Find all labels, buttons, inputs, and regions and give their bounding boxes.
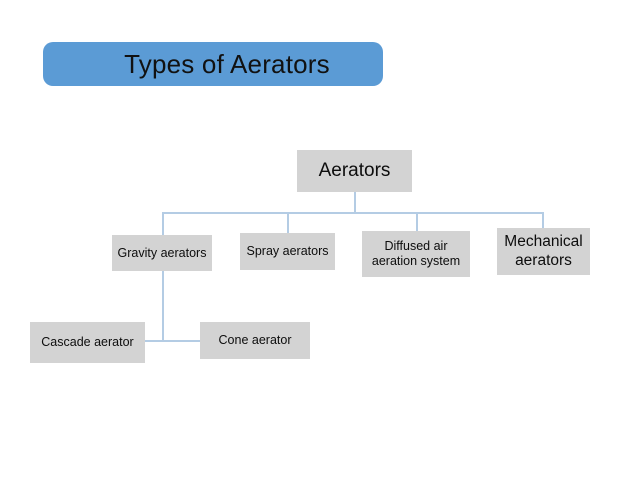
node-aerators[interactable]: Aerators	[297, 150, 412, 192]
node-cone-aerator-label: Cone aerator	[218, 333, 292, 348]
node-diffused-air-aeration-system-label: Diffused air aeration system	[371, 239, 461, 268]
node-gravity-aerators[interactable]: Gravity aerators	[112, 235, 212, 271]
slide-title-banner: Types of Aerators	[43, 42, 383, 86]
node-aerators-label: Aerators	[318, 159, 391, 181]
page-title: Types of Aerators	[124, 48, 330, 79]
node-spray-aerators-label: Spray aerators	[246, 244, 329, 259]
connector-drop-gravity	[162, 212, 164, 235]
node-mechanical-aerators-label: Mechanical aerators	[504, 233, 583, 269]
node-cascade-aerator[interactable]: Cascade aerator	[30, 322, 145, 363]
connector-level3-bar	[145, 340, 201, 342]
node-mechanical-aerators[interactable]: Mechanical aerators	[497, 228, 590, 275]
connector-drop-diffused	[416, 212, 418, 231]
node-cone-aerator[interactable]: Cone aerator	[200, 322, 310, 359]
connector-gravity-stem	[162, 271, 164, 341]
node-gravity-aerators-label: Gravity aerators	[117, 245, 207, 260]
connector-drop-mechanical	[542, 212, 544, 228]
node-cascade-aerator-label: Cascade aerator	[41, 335, 134, 350]
connector-drop-spray	[287, 212, 289, 233]
connector-level2-bar	[162, 212, 543, 214]
node-diffused-air-aeration-system[interactable]: Diffused air aeration system	[362, 231, 470, 277]
connector-root-stem	[354, 192, 356, 213]
node-spray-aerators[interactable]: Spray aerators	[240, 233, 335, 270]
